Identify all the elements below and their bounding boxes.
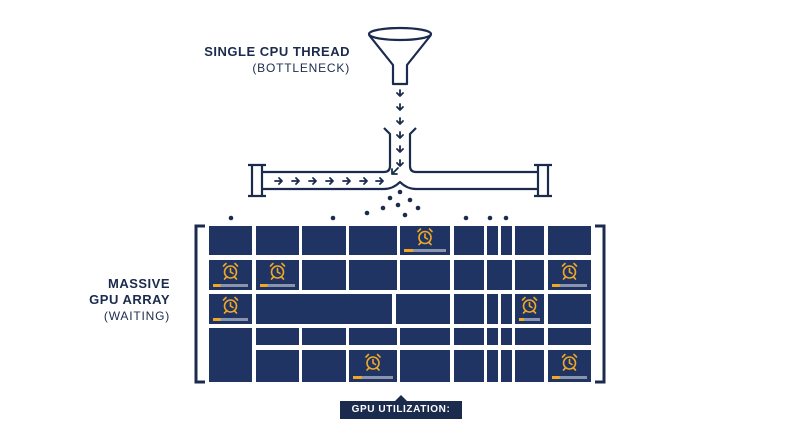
stopwatch-icon (365, 353, 381, 371)
utilization-track (552, 376, 587, 379)
gpu-core (501, 328, 512, 345)
gpu-core (302, 260, 346, 290)
gpu-core (548, 328, 591, 345)
utilization-track (213, 284, 248, 287)
stopwatch-icon (561, 353, 578, 371)
gpu-core (548, 294, 591, 324)
gpu-core (209, 226, 252, 255)
gpu-grid (209, 226, 591, 382)
utilization-fill (213, 284, 221, 287)
utilization-fill (404, 249, 414, 252)
utilization-track (213, 318, 248, 321)
utilization-track (552, 284, 587, 287)
gpu-core (400, 328, 450, 345)
pipe-junction (248, 127, 552, 198)
gpu-core (209, 328, 252, 382)
gpu-core (400, 350, 450, 382)
gpu-core (515, 350, 544, 382)
gpu-core (256, 294, 392, 324)
stopwatch-icon (561, 262, 578, 280)
gpu-title-line1: MASSIVE (107, 276, 170, 291)
utilization-fill (260, 284, 268, 287)
gpu-core (256, 328, 299, 345)
stopwatch-icon (417, 228, 433, 246)
gpu-core (256, 350, 299, 382)
utilization-track (404, 249, 446, 252)
flow-arrows-vertical (396, 89, 404, 167)
gpu-title-line2: GPU ARRAY (89, 292, 170, 307)
gpu-core (501, 294, 512, 324)
gpu-core (256, 226, 299, 255)
gpu-core (501, 350, 512, 382)
cpu-subtitle: (BOTTLENECK) (252, 61, 350, 75)
utilization-track (519, 318, 540, 321)
gpu-core (302, 350, 346, 382)
cpu-label: SINGLE CPU THREAD (BOTTLENECK) (204, 44, 350, 76)
gpu-core (454, 294, 484, 324)
cpu-title: SINGLE CPU THREAD (204, 44, 350, 59)
stopwatch-icon (222, 262, 239, 280)
gpu-core (454, 350, 484, 382)
funnel-icon (367, 26, 433, 86)
gpu-core (454, 328, 484, 345)
gpu-core (515, 328, 544, 345)
gpu-core (515, 260, 544, 290)
utilization-fill (519, 318, 524, 321)
gpu-core (454, 260, 484, 290)
gpu-core (487, 260, 512, 290)
stopwatch-icon (222, 296, 239, 314)
gpu-core (487, 294, 498, 324)
utilization-fill (552, 376, 560, 379)
flow-arrows-horizontal (274, 167, 399, 185)
gpu-subtitle: (WAITING) (103, 309, 170, 323)
gpu-core (548, 226, 591, 255)
utilization-fill (213, 318, 221, 321)
utilization-track (260, 284, 295, 287)
data-drops (228, 189, 509, 221)
utilization-track (353, 376, 393, 379)
gpu-core (487, 350, 498, 382)
gpu-core (454, 226, 484, 255)
gpu-core (400, 260, 450, 290)
gpu-core (501, 226, 512, 255)
gpu-utilization-badge: GPU UTILIZATION: LOW (340, 395, 462, 433)
gpu-label: MASSIVE GPU ARRAY (WAITING) (89, 276, 170, 324)
gpu-core (396, 294, 450, 324)
gpu-core (302, 226, 346, 255)
utilization-fill (552, 284, 560, 287)
gpu-core (487, 226, 498, 255)
gpu-core (349, 328, 397, 345)
gpu-core (487, 328, 498, 345)
gpu-core (349, 226, 397, 255)
gpu-core (515, 226, 544, 255)
stopwatch-icon (269, 262, 286, 280)
gpu-array-brackets (194, 224, 606, 384)
stopwatch-icon (521, 296, 538, 314)
utilization-fill (353, 376, 362, 379)
gpu-core (302, 328, 346, 345)
gpu-core (349, 260, 397, 290)
